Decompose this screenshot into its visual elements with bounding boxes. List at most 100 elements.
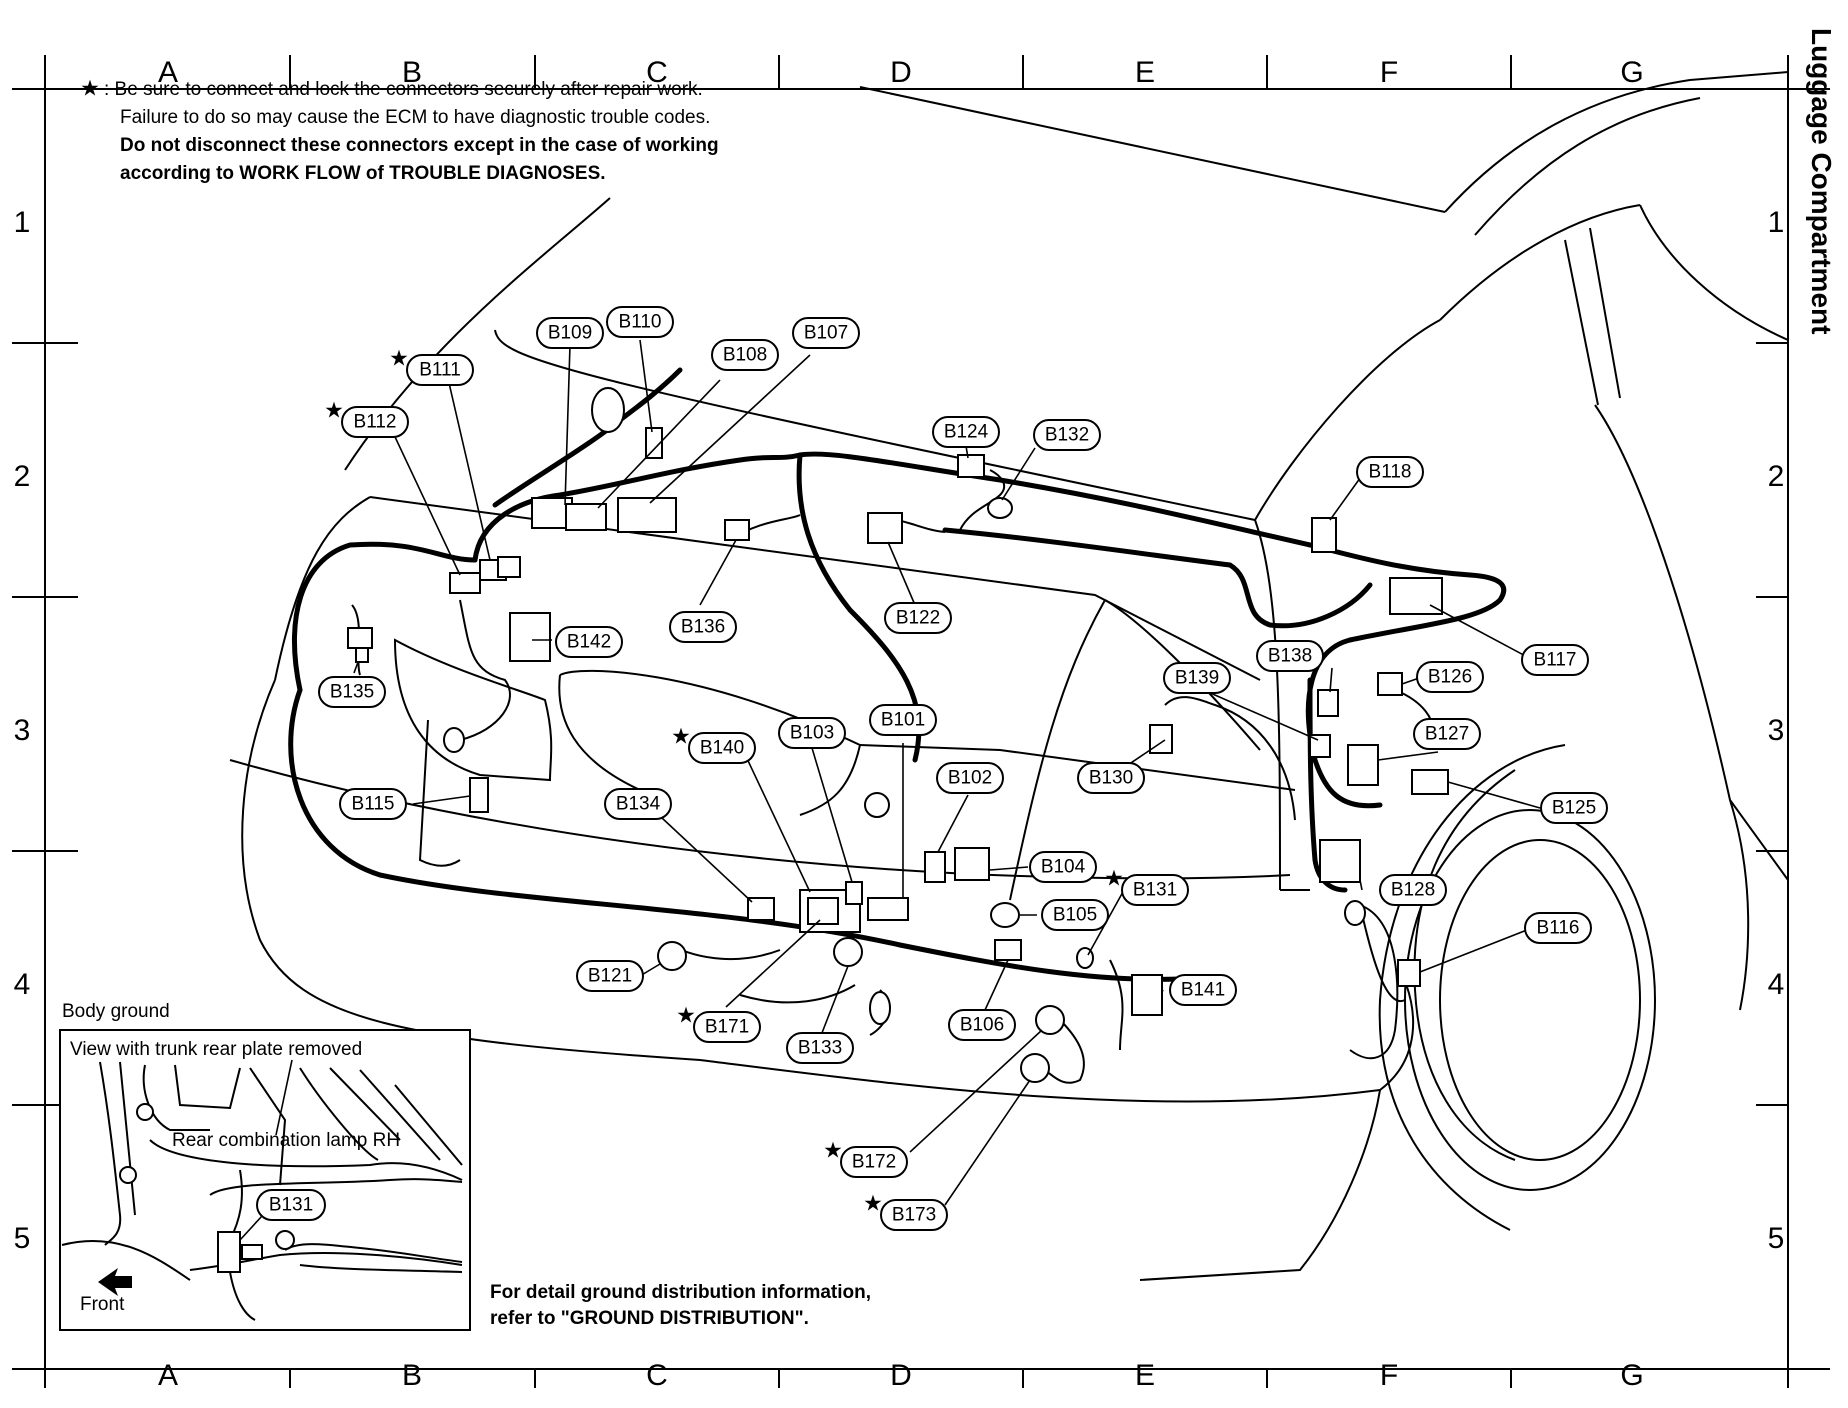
connector-b127-glyph bbox=[1347, 744, 1379, 786]
connector-bubble bbox=[555, 626, 623, 658]
inset-caption: Body ground bbox=[62, 1001, 170, 1022]
connector-label-b124: B124 bbox=[932, 416, 1000, 448]
inset-connector-bubble bbox=[256, 1189, 326, 1221]
connector-b106-glyph bbox=[994, 939, 1022, 961]
connector-label-b128: B128 bbox=[1379, 874, 1447, 906]
connector-bubble bbox=[840, 1146, 908, 1178]
connector-label-b117: B117 bbox=[1521, 644, 1589, 676]
connector-label-b136: B136 bbox=[669, 611, 737, 643]
column-labels-bottom: A B C D E F G bbox=[158, 1359, 1644, 1392]
connector-id-text: B106 bbox=[960, 1015, 1004, 1036]
connector-id-text: B127 bbox=[1425, 724, 1469, 745]
leader-lines bbox=[353, 339, 1541, 1206]
connector-id-text: B101 bbox=[881, 710, 925, 731]
connector-id-text: B133 bbox=[798, 1038, 842, 1059]
star-icon: ★ bbox=[863, 1191, 883, 1216]
connector-bubble bbox=[1033, 419, 1101, 451]
connector-bubble bbox=[1121, 874, 1189, 906]
connector-label-b105: B105 bbox=[1041, 899, 1109, 931]
connector-id-text: B130 bbox=[1089, 768, 1133, 789]
connector-label-b141: B141 bbox=[1169, 974, 1237, 1006]
note-star: ★ bbox=[80, 76, 100, 101]
row-label-4-right: 4 bbox=[1768, 968, 1785, 1001]
connector-bubble bbox=[711, 339, 779, 371]
row-label-2-right: 2 bbox=[1768, 460, 1785, 493]
row-label-3-right: 3 bbox=[1768, 714, 1785, 747]
connector-label-b103: B103 bbox=[778, 717, 846, 749]
connector-b115-glyph bbox=[469, 777, 489, 813]
connector-id-text: B105 bbox=[1053, 905, 1097, 926]
connector-bubble bbox=[688, 732, 756, 764]
connector-bubble bbox=[869, 704, 937, 736]
connector-label-b171: B171★ bbox=[676, 1003, 761, 1043]
connector-b142-glyph bbox=[509, 612, 551, 662]
col-label-b-bottom: B bbox=[402, 1359, 422, 1392]
connector-label-b133: B133 bbox=[786, 1032, 854, 1064]
connector-id-text: B116 bbox=[1537, 918, 1580, 939]
connector-bubble bbox=[693, 1011, 761, 1043]
connector-bubble bbox=[576, 960, 644, 992]
connector-b141-glyph bbox=[1131, 974, 1163, 1016]
connector-id-text: B132 bbox=[1045, 425, 1089, 446]
connector-b135-glyph-pin bbox=[355, 647, 369, 663]
connector-id-text: B171 bbox=[705, 1017, 749, 1038]
connector-b117-glyph bbox=[1389, 577, 1443, 615]
connector-b124-glyph bbox=[957, 454, 985, 478]
connector-bubble bbox=[1077, 762, 1145, 794]
connector-b126-glyph bbox=[1377, 672, 1403, 696]
connector-b105-glyph bbox=[990, 902, 1020, 928]
connector-bubble bbox=[778, 717, 846, 749]
connector-id-text: B142 bbox=[567, 632, 611, 653]
connector-b122-glyph bbox=[867, 512, 903, 544]
connector-id-text: B138 bbox=[1268, 646, 1312, 667]
connector-label-b102: B102 bbox=[936, 762, 1004, 794]
footnote: For detail ground distribution informati… bbox=[490, 1282, 871, 1329]
connector-b103-glyph bbox=[845, 881, 863, 905]
connector-label-b110: B110 bbox=[606, 306, 674, 338]
connector-label-b116: B116 bbox=[1524, 912, 1592, 944]
connector-id-text: B104 bbox=[1041, 857, 1086, 878]
connector-id-text: B126 bbox=[1428, 667, 1472, 688]
star-icon: ★ bbox=[389, 346, 409, 371]
connector-bubble bbox=[786, 1032, 854, 1064]
connector-bubble bbox=[318, 676, 386, 708]
connector-label-b173: B173★ bbox=[863, 1191, 948, 1231]
connector-id-text: B124 bbox=[944, 422, 989, 443]
footnote-line-1: For detail ground distribution informati… bbox=[490, 1282, 871, 1303]
connector-b107-glyph bbox=[617, 497, 677, 533]
connector-bubble bbox=[948, 1009, 1016, 1041]
connector-id-text: B108 bbox=[723, 345, 767, 366]
connector-glyphs bbox=[347, 387, 1449, 1083]
star-icon: ★ bbox=[823, 1138, 843, 1163]
connector-label-b107: B107 bbox=[792, 317, 860, 349]
connector-id-text: B103 bbox=[790, 723, 834, 744]
connector-b110-glyph-b bbox=[645, 427, 663, 459]
connector-b172-glyph bbox=[1035, 1005, 1065, 1035]
connector-b135-glyph bbox=[347, 627, 373, 649]
connector-id-text: B107 bbox=[804, 323, 848, 344]
connector-b171-glyph bbox=[807, 897, 839, 925]
column-labels-top: A B C D E F G bbox=[158, 56, 1644, 89]
grid-frame bbox=[12, 55, 1830, 1388]
connector-bubble bbox=[341, 406, 409, 438]
connector-b135-ground bbox=[443, 727, 465, 753]
connector-id-text: B109 bbox=[548, 323, 592, 344]
connector-bubble bbox=[1356, 456, 1424, 488]
connector-id-text: B136 bbox=[681, 617, 725, 638]
row-labels-right: 1 2 3 4 5 bbox=[1768, 206, 1785, 1255]
connector-id-text: B140 bbox=[700, 738, 744, 759]
connector-label-b121: B121 bbox=[576, 960, 644, 992]
inset-front-label: Front bbox=[80, 1294, 125, 1315]
connector-label-b101: B101 bbox=[869, 704, 937, 736]
connector-b134-glyph bbox=[747, 897, 775, 921]
connector-label-b112: B112★ bbox=[324, 398, 409, 438]
connector-b110-glyph bbox=[591, 387, 625, 433]
col-label-g-bottom: G bbox=[1620, 1359, 1643, 1392]
row-label-5: 5 bbox=[14, 1222, 31, 1255]
connector-id-text: B117 bbox=[1534, 650, 1577, 671]
col-label-g: G bbox=[1620, 56, 1643, 89]
connector-label-b115: B115 bbox=[339, 788, 407, 820]
connector-id-text: B110 bbox=[619, 312, 662, 333]
connector-bubble bbox=[936, 762, 1004, 794]
